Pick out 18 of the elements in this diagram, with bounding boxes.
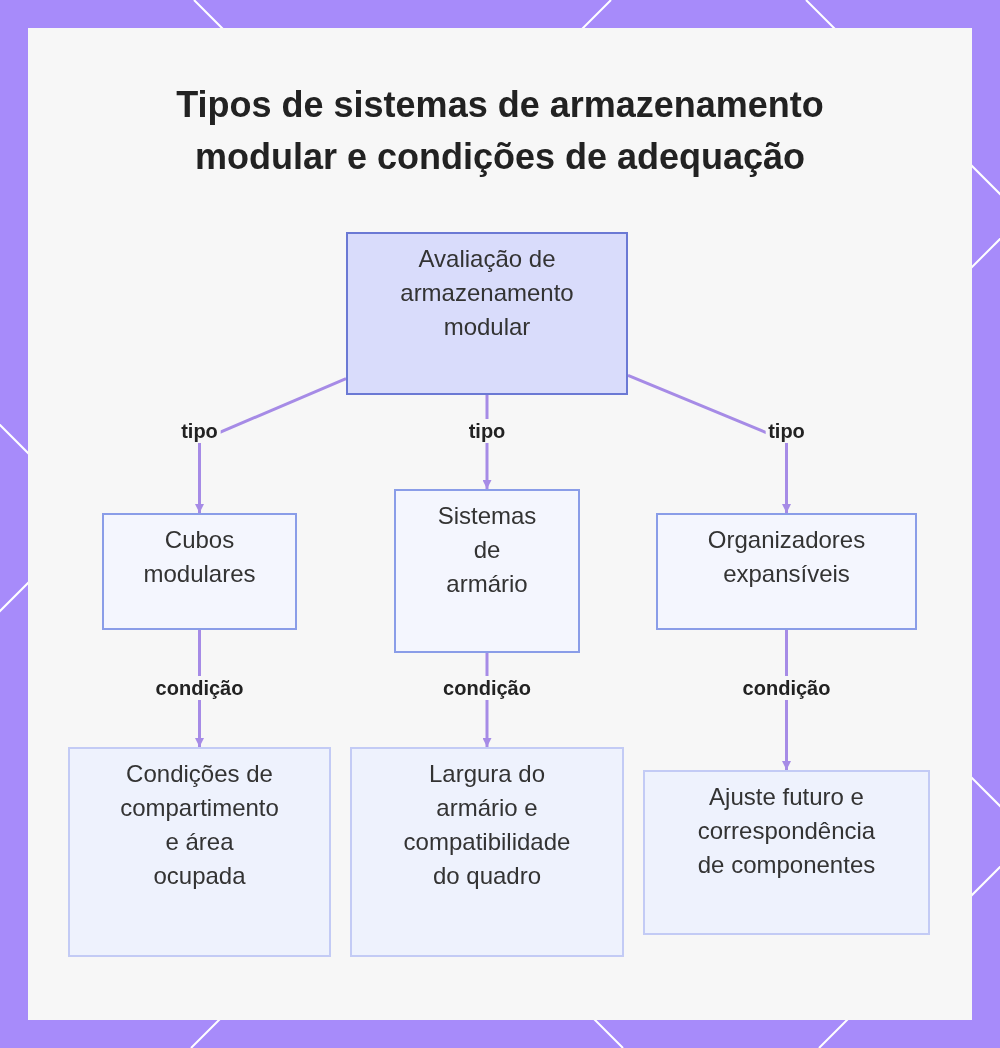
box-label: Largura do armário e compatibilidade do quadro xyxy=(402,759,572,891)
box-label: Condições de compartimento e área ocupada xyxy=(119,759,280,891)
arrow xyxy=(195,377,347,513)
title: Tipos de sistemas de armazenamento modular e condições de adequação xyxy=(175,83,825,179)
box-label: Organizadores expansíveis xyxy=(706,525,867,589)
box-label: Ajuste futuro e correspondência de componentes xyxy=(696,782,877,880)
box-label: Sistemas de armário xyxy=(436,501,538,599)
process-box xyxy=(102,513,297,630)
process-box xyxy=(68,747,331,957)
process-box xyxy=(643,770,930,935)
process-box xyxy=(656,513,917,630)
process-box xyxy=(350,747,624,957)
box-label: Cubos modulares xyxy=(142,525,257,589)
box-label: Avaliação de armazenamento modular xyxy=(399,244,575,342)
process-box xyxy=(346,232,628,395)
edge-label: condição xyxy=(440,676,534,700)
process-box xyxy=(394,489,580,653)
arrow xyxy=(627,374,791,513)
